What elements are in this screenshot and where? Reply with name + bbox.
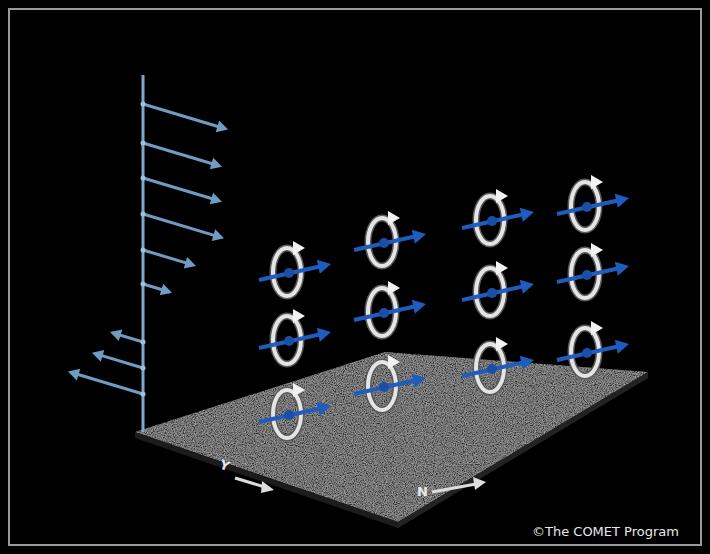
vorticity-vector-head <box>615 194 629 208</box>
ground-edge <box>135 432 398 528</box>
vorticity-vector-head <box>412 374 426 388</box>
rotation-arrowhead <box>293 241 305 255</box>
profile-dot <box>141 212 146 217</box>
vector-hub <box>379 382 389 392</box>
vorticity-vector <box>462 285 528 300</box>
profile-dot <box>141 340 146 345</box>
profile-axis <box>142 75 145 432</box>
vorticity-vector <box>259 407 325 422</box>
vorticity-vector <box>354 379 420 394</box>
vector-hub <box>379 308 389 318</box>
vorticity-vector <box>462 213 528 228</box>
vorticity-vector-head <box>317 402 331 416</box>
wind-arrow-head <box>110 329 122 341</box>
rotation-arrowhead <box>293 309 305 323</box>
vorticity-vector-head <box>520 208 534 222</box>
profile-dot <box>141 282 146 287</box>
frame <box>9 9 701 545</box>
wind-arrow <box>143 178 216 200</box>
vector-hub <box>284 336 294 346</box>
vector-hub <box>582 270 592 280</box>
vorticity-vector <box>462 361 528 376</box>
vector-hub <box>284 410 294 420</box>
rotation-arrowhead <box>496 261 508 275</box>
ground-plane <box>135 352 648 522</box>
wind-arrow-head <box>184 257 196 269</box>
wind-arrow <box>74 373 143 394</box>
vector-hub <box>582 202 592 212</box>
profile-dot <box>141 102 146 107</box>
vorticity-vector <box>557 267 623 282</box>
rotation-arrowhead <box>388 211 400 225</box>
vorticity-vector-head <box>317 328 331 342</box>
axis-arrowhead <box>473 477 486 490</box>
vector-hub <box>487 288 497 298</box>
ground-edge <box>398 372 648 528</box>
profile-dot <box>141 141 146 146</box>
rotation-arrowhead <box>293 383 305 397</box>
vorticity-vector <box>354 235 420 250</box>
rotation-arrowhead <box>591 175 603 189</box>
vorticity-vector-head <box>520 356 534 370</box>
wind-arrow <box>96 354 143 368</box>
rotation-arrowhead <box>496 337 508 351</box>
vector-hub <box>379 238 389 248</box>
vorticity-vector <box>259 265 325 280</box>
wind-arrow <box>143 104 221 127</box>
wind-profile <box>68 102 228 397</box>
vorticity-vector-head <box>615 340 629 354</box>
vector-hub <box>582 348 592 358</box>
profile-dot <box>141 366 146 371</box>
profile-dot <box>141 176 146 181</box>
vorticity-vector-head <box>317 260 331 274</box>
vorticity-vector-head <box>520 280 534 294</box>
vorticity-vector-head <box>615 262 629 276</box>
wind-arrow-head <box>92 350 104 362</box>
vorticity-vector <box>259 333 325 348</box>
vorticity-vector <box>557 345 623 360</box>
wind-arrow-head <box>210 158 222 170</box>
vorticity-vector <box>354 305 420 320</box>
vortex-tubes <box>259 175 629 438</box>
vorticity-vector-head <box>412 300 426 314</box>
wind-arrow-head <box>216 121 228 133</box>
watermark: ©The COMET Program <box>532 524 679 539</box>
profile-dot <box>141 248 146 253</box>
axis-arrowhead <box>261 481 274 493</box>
rotation-arrowhead <box>591 321 603 335</box>
wind-arrow <box>143 214 218 236</box>
axis-label: N <box>417 484 428 499</box>
vector-hub <box>487 216 497 226</box>
vorticity-vector-head <box>412 230 426 244</box>
rotation-arrowhead <box>388 355 400 369</box>
vector-hub <box>487 364 497 374</box>
rotation-arrowhead <box>496 189 508 203</box>
wind-arrow-head <box>160 284 172 296</box>
vector-hub <box>284 268 294 278</box>
rotation-arrowhead <box>591 243 603 257</box>
rotation-arrowhead <box>388 281 400 295</box>
wind-arrow-head <box>68 369 80 381</box>
wind-arrow-head <box>212 229 224 241</box>
wind-arrow-head <box>210 193 222 205</box>
profile-dot <box>141 392 146 397</box>
wind-arrow <box>143 143 216 165</box>
wind-arrow <box>143 250 192 265</box>
vorticity-vector <box>557 199 623 214</box>
axis-arrow <box>432 484 476 492</box>
